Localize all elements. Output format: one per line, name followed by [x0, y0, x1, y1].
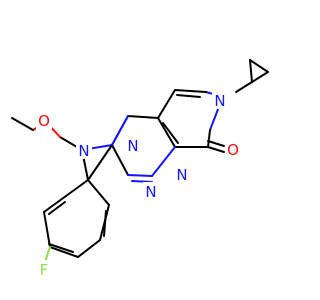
cyclopropyl-group [235, 59, 269, 93]
carbonyl-group [207, 140, 225, 153]
atom-label-n-pyridone: N [214, 92, 225, 110]
atom-label-o-carbonyl: O [227, 141, 239, 159]
atom-label-n-triazine-1: N [176, 166, 187, 184]
atom-labels: N O N N N N O F [36, 91, 241, 279]
atom-label-o-ether: O [38, 112, 50, 130]
atom-label-n-pyrazole: N [78, 142, 89, 160]
atom-label-n-bridge: N [127, 137, 138, 155]
atom-label-n-triazine-2: N [145, 183, 156, 201]
atom-label-f: F [40, 261, 49, 279]
structure-diagram: N O N N N N O F [11, 59, 269, 279]
fluorophenyl-group [43, 179, 110, 266]
pyridone-ring [157, 89, 221, 148]
